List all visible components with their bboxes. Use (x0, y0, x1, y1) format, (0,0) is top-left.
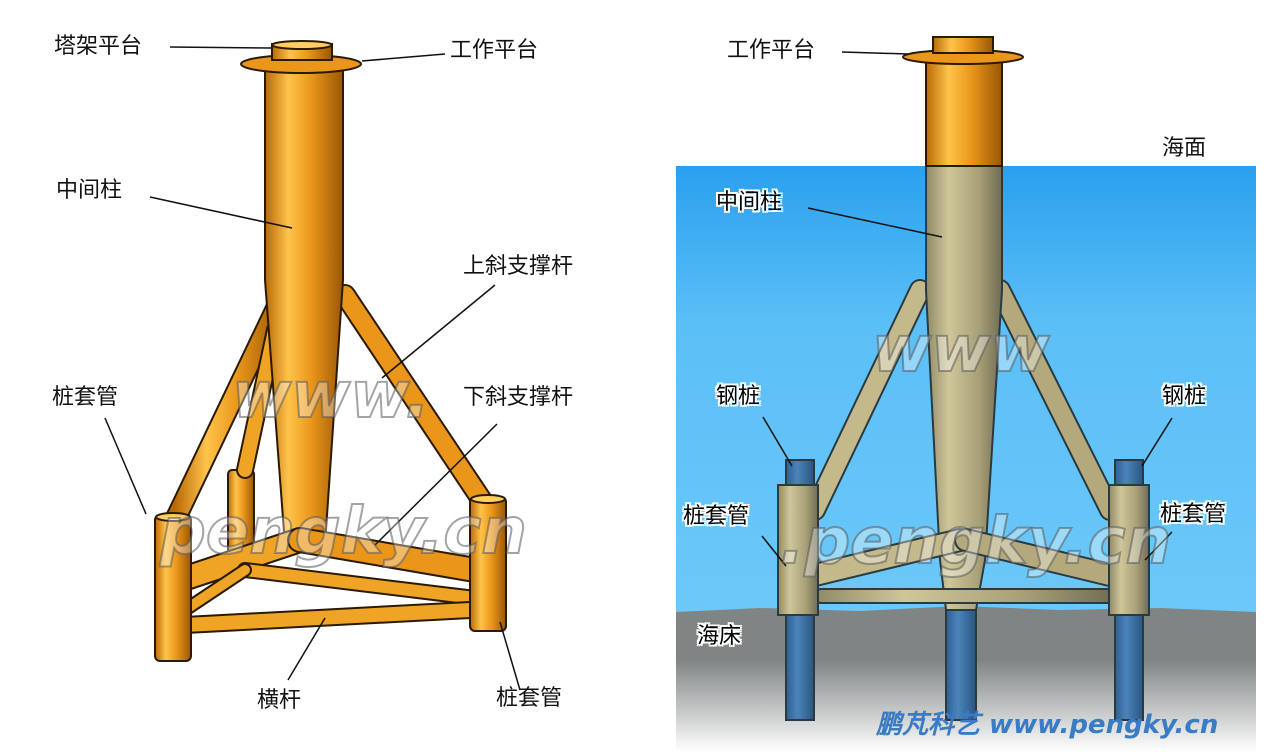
watermark-domain-left: pengky.cn (159, 495, 528, 569)
right-jacket-structure (777, 36, 1150, 721)
label-steel-pile-left: 钢桩 (716, 384, 761, 409)
label-seabed: 海床 (697, 624, 742, 649)
label-tower-platform: 塔架平台 (54, 34, 143, 59)
label-center-column: 中间柱 (56, 178, 123, 203)
label-steel-pile-right: 钢桩 (1162, 384, 1207, 409)
watermark-www-left: www. (231, 359, 431, 433)
label-pile-sleeve-right-right: 桩套管 (1160, 502, 1227, 527)
label-lower-brace: 下斜支撑杆 (463, 385, 574, 410)
right-leader-lines (761, 51, 1173, 567)
label-pile-sleeve-right: 桩套管 (496, 686, 563, 711)
label-sea-surface: 海面 (1162, 136, 1207, 161)
credit-text: 鹏芃科艺 www.pengky.cn (876, 710, 1219, 740)
label-work-platform: 工作平台 (450, 38, 539, 63)
watermark-www-right: www (871, 313, 1050, 387)
label-cross-bar: 横杆 (257, 688, 302, 713)
label-pile-sleeve-left-right: 桩套管 (683, 504, 750, 529)
label-pile-sleeve-left: 桩套管 (52, 385, 119, 410)
label-work-platform-right: 工作平台 (727, 38, 816, 63)
left-jacket-structure (154, 40, 507, 662)
left-leader-lines (104, 46, 521, 691)
watermark-domain-right: .pengky.cn (779, 505, 1172, 579)
label-upper-brace: 上斜支撑杆 (463, 254, 574, 279)
label-center-column-right: 中间柱 (716, 190, 783, 215)
